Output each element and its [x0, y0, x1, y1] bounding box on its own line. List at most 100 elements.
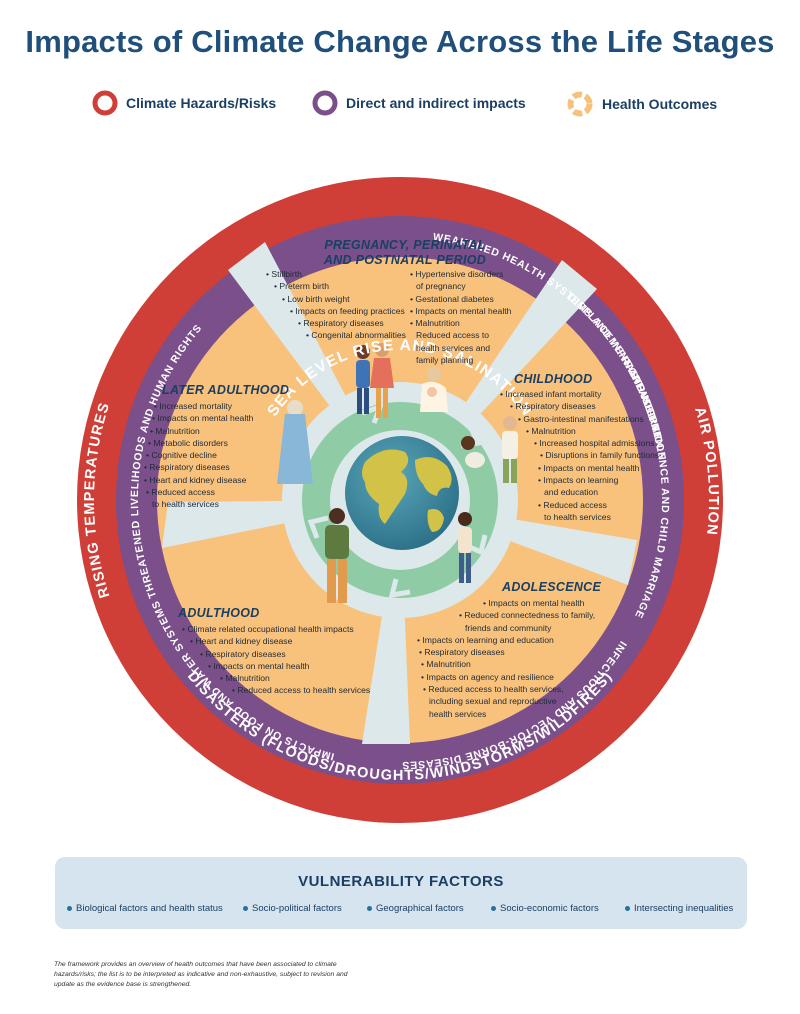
outcome-item: • Impacts on mental health [208, 660, 310, 671]
outcome-item: • Increased mortality [154, 401, 232, 411]
legend-label-impacts: Direct and indirect impacts [346, 95, 526, 111]
stage-title-childhood: CHILDHOOD [514, 372, 593, 386]
outcome-item: • Cognitive decline [146, 450, 217, 461]
legend-item-impacts: Direct and indirect impacts [312, 90, 526, 116]
outcome-item: • Congenital abnormalities [306, 330, 406, 341]
older-adult-icon [277, 400, 313, 484]
stage-title-adolescence: ADOLESCENCE [502, 580, 602, 594]
bullet-icon [367, 906, 372, 911]
outcome-item: • Malnutrition [526, 425, 576, 436]
outcome-item: • Gestational diabetes [410, 293, 494, 304]
outcome-item: • Impacts on mental health [538, 462, 640, 473]
outcome-item: • Malnutrition [410, 318, 460, 329]
outcome-item: • Impacts on mental health [152, 413, 254, 424]
vulnerability-item-label: Geographical factors [376, 903, 464, 914]
vulnerability-item-label: Biological factors and health status [76, 903, 223, 914]
outcome-item: • Impacts on mental health [410, 305, 512, 316]
outcome-item: to health services [152, 499, 219, 510]
outcome-item: of pregnancy [416, 281, 466, 292]
outcome-item: • Respiratory diseases [144, 462, 230, 473]
vulnerability-panel: VULNERABILITY FACTORS Biological factors… [55, 857, 747, 929]
footnote: The framework provides an overview of he… [54, 961, 348, 988]
adult-icon [325, 508, 349, 603]
outcome-item: • Impacts on mental health [483, 598, 585, 608]
childhood-outcomes: • Increased infant mortality • Respirator… [500, 388, 659, 523]
vulnerability-item-label: Socio-economic factors [500, 903, 599, 914]
outcome-item: friends and community [465, 622, 552, 633]
vulnerability-item: Biological factors and health status [67, 903, 223, 914]
vulnerability-item-label: Socio-political factors [252, 903, 342, 914]
outcome-item: • Increased hospital admissions [534, 438, 655, 449]
outcome-item: • Reduced access to health services [232, 685, 371, 696]
outcome-item: • Respiratory diseases [298, 318, 384, 329]
outcome-item: • Stillbirth [266, 269, 302, 279]
outcome-item: • Reduced access [538, 499, 607, 510]
vulnerability-title: VULNERABILITY FACTORS [298, 873, 504, 890]
life-stages-diagram: SEA LEVEL RISE AND SALINATION WEAKENED H… [77, 177, 723, 823]
pregnancy-people-icon [356, 343, 448, 418]
outcome-item: family planning [416, 355, 474, 366]
legend-item-hazards: Climate Hazards/Risks [92, 90, 276, 116]
stage-title-adulthood: ADULTHOOD [178, 606, 260, 620]
segmented-ring-icon [567, 91, 593, 117]
outcome-item: • Impacts on learning and education [417, 634, 554, 645]
adolescent-icon [458, 512, 472, 583]
outcome-item: health services [429, 708, 487, 719]
outcome-item: to health services [544, 511, 611, 522]
bullet-icon [491, 906, 496, 911]
child-standing-icon [502, 416, 518, 483]
bullet-icon [67, 906, 72, 911]
vulnerability-item: Intersecting inequalities [625, 903, 733, 914]
outcome-item: • Impacts on agency and resilience [421, 671, 554, 682]
vulnerability-item: Geographical factors [367, 903, 464, 914]
ring-red-icon [92, 90, 118, 116]
outcome-item: • Malnutrition [150, 425, 200, 436]
outcome-item: • Hypertensive disorders [410, 269, 504, 279]
outcome-item: • Respiratory diseases [510, 401, 596, 412]
stage-title-pregnancy-line2: AND POSTNATAL PERIOD [323, 253, 487, 267]
outcome-item: • Reduced access [146, 487, 215, 498]
outcome-item: • Reduced connectedness to family, [459, 610, 596, 621]
vulnerability-item: Socio-economic factors [491, 903, 599, 914]
legend: Climate Hazards/Risks Direct and indirec… [0, 90, 800, 120]
later-adulthood-outcomes: • Increased mortality • Impacts on mental… [144, 400, 253, 511]
outcome-item: • Metabolic disorders [148, 437, 228, 448]
outcome-item: Reduced access to [416, 330, 490, 341]
outcome-item: • Reduced access to health services, [423, 684, 564, 695]
outcome-item: • Respiratory diseases [419, 647, 505, 658]
outcome-item: and education [544, 487, 598, 498]
outcome-item: • Gastro-intestinal manifestations [518, 413, 644, 424]
outcome-item: • Heart and kidney disease [144, 474, 247, 485]
outcome-item: • Increased infant mortality [500, 389, 602, 399]
child-crawling-icon [461, 436, 485, 468]
bullet-icon [625, 906, 630, 911]
outcome-item: • Malnutrition [220, 673, 270, 684]
globe-icon [345, 436, 459, 550]
outcome-item: • Preterm birth [274, 281, 330, 292]
stage-title-later-adulthood: LATER ADULTHOOD [162, 383, 290, 397]
ring-purple-icon [312, 90, 338, 116]
outcome-item: including sexual and reproductive [429, 696, 557, 707]
outcome-item: • Impacts on feeding practices [290, 305, 405, 316]
bullet-icon [243, 906, 248, 911]
pregnancy-outcomes-right: • Hypertensive disorders of pregnancy• Ge… [410, 268, 511, 366]
outcome-item: • Low birth weight [282, 293, 350, 304]
adolescence-outcomes: • Impacts on mental health • Reduced conn… [415, 597, 595, 720]
outcome-item: health services and [416, 342, 491, 353]
outcome-item: • Respiratory diseases [200, 648, 286, 659]
vulnerability-item-label: Intersecting inequalities [634, 903, 734, 914]
vulnerability-item: Socio-political factors [243, 903, 342, 914]
outcome-item: • Malnutrition [421, 659, 471, 670]
outcome-item: • Disruptions in family functions [540, 450, 660, 461]
outcome-item: • Heart and kidney disease [190, 636, 293, 647]
adulthood-outcomes: • Climate related occupational health im… [178, 623, 370, 697]
page-title: Impacts of Climate Change Across the Lif… [25, 24, 775, 59]
pregnancy-outcomes-left: • Stillbirth • Preterm birth• Low birth w… [266, 268, 406, 342]
stage-title-pregnancy-line1: PREGNANCY, PERINATAL [324, 238, 486, 252]
legend-label-hazards: Climate Hazards/Risks [126, 95, 277, 111]
outcome-item: • Impacts on learning [538, 475, 619, 486]
stage-title-pregnancy: PREGNANCY, PERINATAL AND POSTNATAL PERIO… [320, 238, 490, 268]
legend-label-outcomes: Health Outcomes [602, 96, 718, 112]
legend-item-outcomes: Health Outcomes [566, 90, 717, 118]
outcome-item: • Climate related occupational health im… [182, 624, 354, 634]
